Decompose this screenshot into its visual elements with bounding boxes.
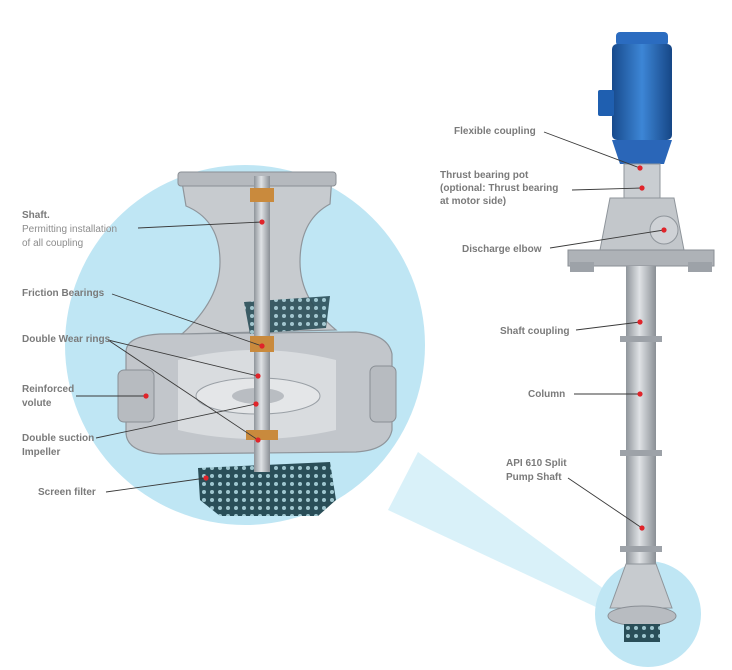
leader-impeller: [95, 403, 257, 439]
marker-discharge-elbow: [661, 227, 667, 233]
bottom-screen: [624, 624, 660, 642]
motor-fan-cover: [616, 32, 668, 46]
zoom-wedge: [388, 452, 608, 608]
motor-body: [612, 44, 672, 140]
motor-terminal-box: [598, 90, 614, 116]
pump-cutaway: [117, 171, 397, 516]
leader-friction-bearings: [111, 293, 263, 347]
column-flange-1: [620, 336, 662, 342]
label-double-suction-2: Impeller: [22, 447, 60, 458]
leader-discharge-elbow: [549, 229, 665, 249]
leader-thrust-pot: [571, 187, 643, 191]
leader-screen-filter: [105, 477, 207, 493]
volute-nozzle-right: [369, 365, 397, 423]
leader-shaft-coupling: [575, 321, 641, 331]
pump-shaft: [254, 176, 270, 472]
leader-shaft: [137, 221, 263, 229]
base-foot-left: [570, 262, 594, 272]
marker-flexible-coupling: [637, 165, 643, 171]
label-friction-bearings: Friction Bearings: [22, 288, 105, 299]
marker-api-shaft: [639, 525, 645, 531]
leader-wear-rings-b: [107, 339, 259, 441]
label-shaft-desc-1: Permitting installation: [22, 224, 117, 235]
label-screen-filter: Screen filter: [38, 487, 96, 498]
bottom-volute: [607, 605, 677, 627]
label-api-shaft-2: Pump Shaft: [506, 472, 562, 483]
label-reinforced-volute-1: Reinforced: [22, 384, 74, 395]
base-foot-right: [688, 262, 712, 272]
label-thrust-pot-3: at motor side): [440, 196, 506, 207]
screen-filter-mesh: [198, 462, 336, 516]
wear-ring-lower: [246, 430, 278, 440]
column-flange-3: [620, 546, 662, 552]
leader-api-shaft: [567, 477, 643, 529]
label-double-wear-rings: Double Wear rings: [22, 334, 111, 345]
bearing-bush-top: [250, 188, 274, 202]
marker-wear-ring-b: [255, 437, 261, 443]
leader-flexible-coupling: [543, 131, 641, 169]
marker-thrust-pot: [639, 185, 645, 191]
marker-screen-filter: [203, 475, 209, 481]
label-reinforced-volute-2: volute: [22, 398, 52, 409]
marker-friction-bearings: [259, 343, 265, 349]
leader-wear-rings-a: [107, 339, 259, 377]
label-discharge-elbow: Discharge elbow: [462, 244, 542, 255]
leader-lines: [76, 131, 665, 529]
label-double-suction-1: Double suction: [22, 433, 94, 444]
column-pipe: [626, 266, 656, 564]
marker-shaft-coupling: [637, 319, 643, 325]
coupling-housing: [623, 163, 661, 199]
pump-assembly: [567, 32, 715, 642]
motor-flange: [612, 140, 672, 164]
label-thrust-pot-2: (optional: Thrust bearing: [440, 183, 558, 194]
marker-shaft: [259, 219, 265, 225]
label-shaft-coupling: Shaft coupling: [500, 326, 569, 337]
cutaway-labels: Shaft. Permitting installation of all co…: [22, 210, 117, 498]
marker-impeller: [253, 401, 259, 407]
marker-column: [637, 391, 643, 397]
column-flange-2: [620, 450, 662, 456]
label-shaft-desc-2: of all coupling: [22, 238, 83, 249]
label-flexible-coupling: Flexible coupling: [454, 126, 536, 137]
marker-wear-ring-a: [255, 373, 261, 379]
label-api-shaft-1: API 610 Split: [506, 458, 567, 469]
marker-volute: [143, 393, 149, 399]
label-shaft-title: Shaft.: [22, 210, 50, 221]
bottom-bowl: [609, 563, 673, 609]
marker-dots: [143, 165, 667, 531]
label-column: Column: [528, 389, 565, 400]
label-thrust-pot-1: Thrust bearing pot: [440, 170, 529, 181]
assembly-labels: Flexible coupling Thrust bearing pot (op…: [440, 126, 569, 483]
